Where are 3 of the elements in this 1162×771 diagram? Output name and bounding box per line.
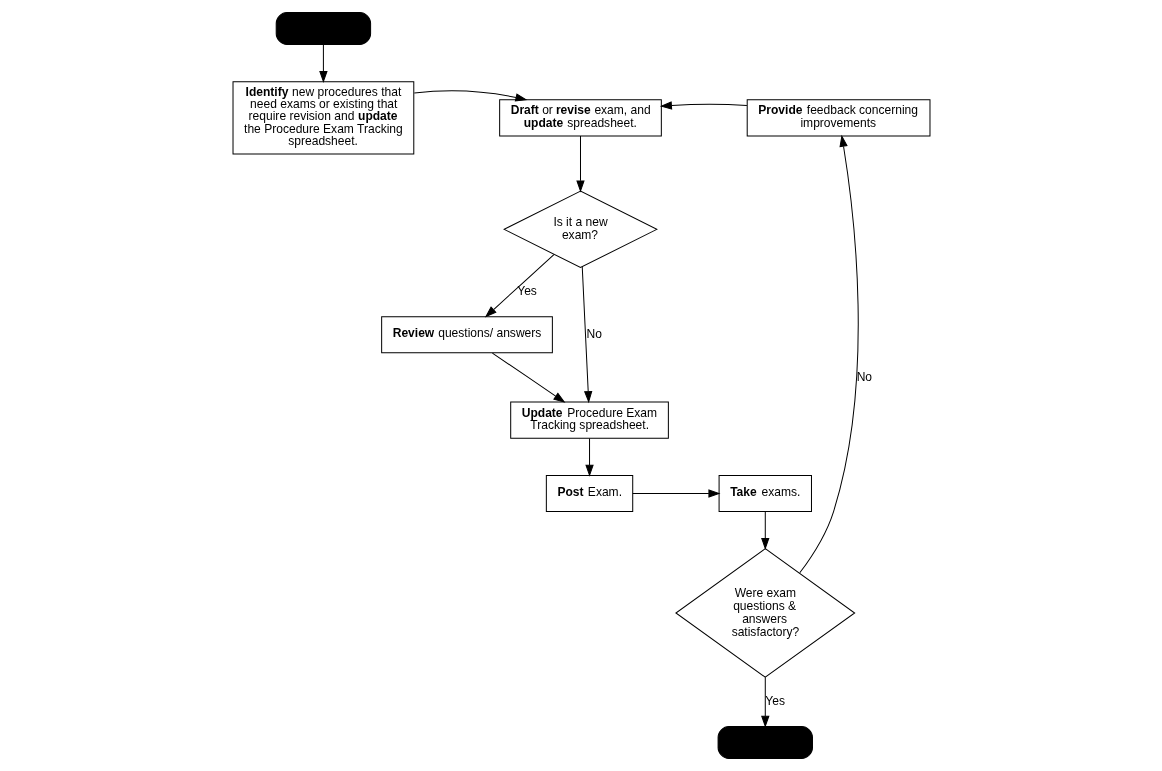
edge-label: Yes (516, 284, 537, 299)
edge-label: No (856, 369, 872, 384)
edge-label: No (586, 326, 602, 341)
